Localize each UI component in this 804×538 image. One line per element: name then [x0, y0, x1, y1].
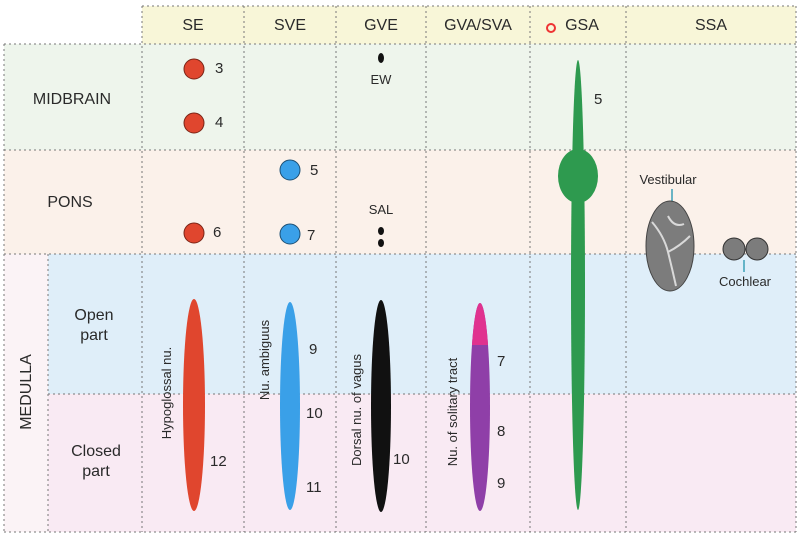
sal-nucleus-dot-lower	[378, 239, 384, 247]
vestibular-nucleus	[645, 200, 695, 292]
nucleus-ambiguus	[280, 302, 300, 510]
oculomotor-nucleus-dot	[183, 58, 205, 80]
cursor-dot	[546, 23, 556, 33]
cochlear-label: Cochlear	[719, 274, 772, 289]
vestibular-label: Vestibular	[639, 172, 697, 187]
row-label-closed-line1: Closed	[71, 443, 121, 460]
sve-label-5: 5	[310, 162, 318, 179]
dorsal-vagus-nucleus	[371, 300, 391, 512]
abducens-nucleus-dot	[183, 222, 205, 244]
gva-label-8: 8	[497, 423, 505, 440]
trigeminal-sensory-column	[571, 60, 585, 510]
vestibular-veins	[651, 215, 691, 287]
trigeminal-motor-nucleus-dot	[279, 159, 301, 181]
ew-nucleus-dot	[378, 53, 384, 63]
row-label-open-line2: part	[80, 327, 108, 344]
midbrain-band	[4, 44, 796, 150]
gva-label-7: 7	[497, 353, 505, 370]
dorsal-vagus-label: Dorsal nu. of vagus	[349, 354, 364, 467]
gva-label-9: 9	[497, 475, 505, 492]
se-label-3: 3	[215, 60, 223, 77]
sal-label: SAL	[369, 202, 394, 217]
ambiguus-label: Nu. ambiguus	[257, 319, 272, 400]
solitary-label: Nu. of solitary tract	[445, 357, 460, 466]
cochlear-nucleus-right	[745, 237, 769, 261]
col-header-se: SE	[182, 17, 203, 34]
cochlear-nucleus-left	[722, 237, 746, 261]
hypoglossal-label: Hypoglossal nu.	[159, 347, 174, 440]
col-header-gsa: GSA	[565, 17, 599, 34]
sal-nucleus-dot-upper	[378, 227, 384, 235]
se-label-6: 6	[213, 224, 221, 241]
gve-label-10: 10	[393, 451, 410, 468]
row-label-medulla: MEDULLA	[18, 354, 35, 430]
sve-label-9: 9	[309, 341, 317, 358]
col-header-sve: SVE	[274, 17, 306, 34]
col-header-gva-sva: GVA/SVA	[444, 17, 512, 34]
row-label-midbrain: MIDBRAIN	[33, 91, 111, 108]
sve-label-7: 7	[307, 227, 315, 244]
hypoglossal-nucleus	[183, 299, 205, 511]
closed-part-band	[48, 394, 796, 532]
medulla-label-band	[4, 254, 48, 532]
sve-label-11: 11	[306, 479, 322, 496]
gsa-label-5: 5	[594, 91, 602, 108]
col-header-gve: GVE	[364, 17, 398, 34]
trigeminal-principal-sensory-nucleus	[558, 149, 598, 203]
row-label-pons: PONS	[47, 194, 92, 211]
grid-lines	[3, 5, 797, 533]
row-label-open-line1: Open	[74, 307, 113, 324]
facial-motor-nucleus-dot	[279, 223, 301, 245]
se-label-12: 12	[210, 453, 227, 470]
trochlear-nucleus-dot	[183, 112, 205, 134]
row-label-closed-line2: part	[82, 463, 110, 480]
ew-label: EW	[371, 72, 393, 87]
header-band	[142, 6, 796, 44]
col-header-ssa: SSA	[695, 17, 727, 34]
sve-label-10: 10	[306, 405, 323, 422]
se-label-4: 4	[215, 114, 223, 131]
